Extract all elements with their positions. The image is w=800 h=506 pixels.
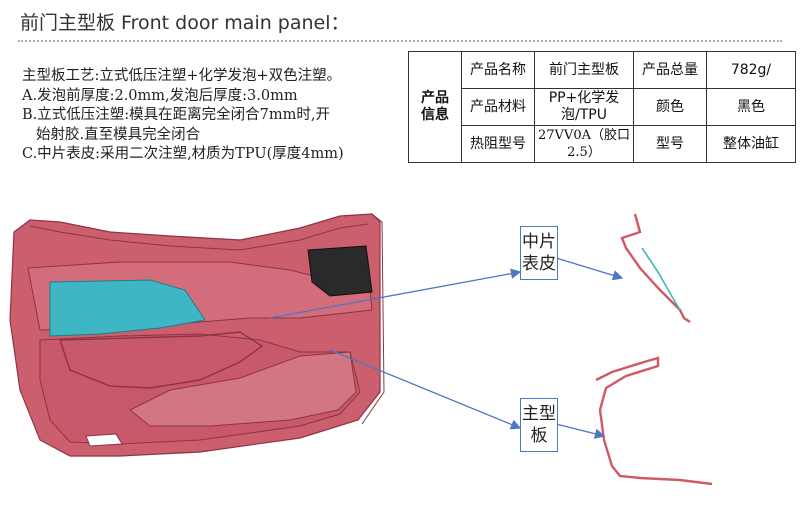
door-panel-render xyxy=(9,213,385,457)
table-cell: 产品材料 xyxy=(461,88,535,126)
page-title: 前门主型板 Front door main panel： xyxy=(20,12,350,34)
table-cell: 27VV0A（胶口2.5） xyxy=(534,125,634,163)
middle-skin-inner xyxy=(641,247,681,311)
arrow-middle-skin-section xyxy=(555,257,624,281)
armrest-handle xyxy=(59,331,264,389)
table-cell: 782g/ xyxy=(706,51,796,89)
table-row: 产品 信息 产品名称 前门主型板 产品总量 782g/ xyxy=(408,51,796,163)
table-cell: 型号 xyxy=(633,125,707,163)
description-line: B.立式低压注塑:模具在距离完全闭合7mm时,开 xyxy=(22,107,330,123)
arrow-middle-skin xyxy=(269,268,522,319)
arrow-main-panel-section xyxy=(555,423,606,439)
table-row: 热阻型号 27VV0A（胶口2.5） 型号 整体油缸 xyxy=(409,125,796,163)
main-panel-section xyxy=(595,356,713,486)
group-label-cell: 产品 信息 xyxy=(408,51,462,163)
table-cell: 整体油缸 xyxy=(706,125,796,163)
group-label-line: 信息 xyxy=(421,107,449,123)
speaker-grille xyxy=(307,245,373,297)
description-line: C.中片表皮:采用二次注塑,材质为TPU(厚度4mm) xyxy=(22,146,344,162)
middle-skin-profile xyxy=(620,213,691,323)
lower-cutout xyxy=(129,351,357,427)
table-cell: 热阻型号 xyxy=(461,125,535,163)
description-line: A.发泡前厚度:2.0mm,发泡后厚度:3.0mm xyxy=(22,87,298,104)
table-row: 产品材料 PP+化学发泡/TPU 颜色 黑色 xyxy=(409,88,796,126)
table-cell: PP+化学发泡/TPU xyxy=(534,88,634,126)
arrow-main-panel xyxy=(329,349,522,430)
middle-skin-callout: 中片表皮 xyxy=(520,226,558,280)
process-description: 主型板工艺:立式低压注塑+化学发泡+双色注塑。 A.发泡前厚度:2.0mm,发泡… xyxy=(22,67,412,165)
table-cell: 产品名称 xyxy=(461,51,535,89)
top-ridge xyxy=(29,223,369,251)
description-line: 始射胶.直至模具完全闭合 xyxy=(36,126,201,143)
panel-edge xyxy=(361,213,385,425)
window-trim xyxy=(49,279,206,337)
table-cell: 颜色 xyxy=(633,88,707,126)
product-info-table: 产品 信息 产品名称 前门主型板 产品总量 782g/ 产品材料 PP+化学发泡… xyxy=(408,51,796,163)
group-label-line: 产品 xyxy=(421,90,449,106)
main-panel-profile xyxy=(595,356,713,486)
table-cell: 黑色 xyxy=(706,88,796,126)
door-pocket-slot xyxy=(85,433,123,447)
middle-skin-section xyxy=(620,213,691,323)
title-divider xyxy=(18,40,782,42)
description-line: 主型板工艺:立式低压注塑+化学发泡+双色注塑。 xyxy=(22,68,342,84)
main-panel-callout: 主型板 xyxy=(520,398,558,452)
